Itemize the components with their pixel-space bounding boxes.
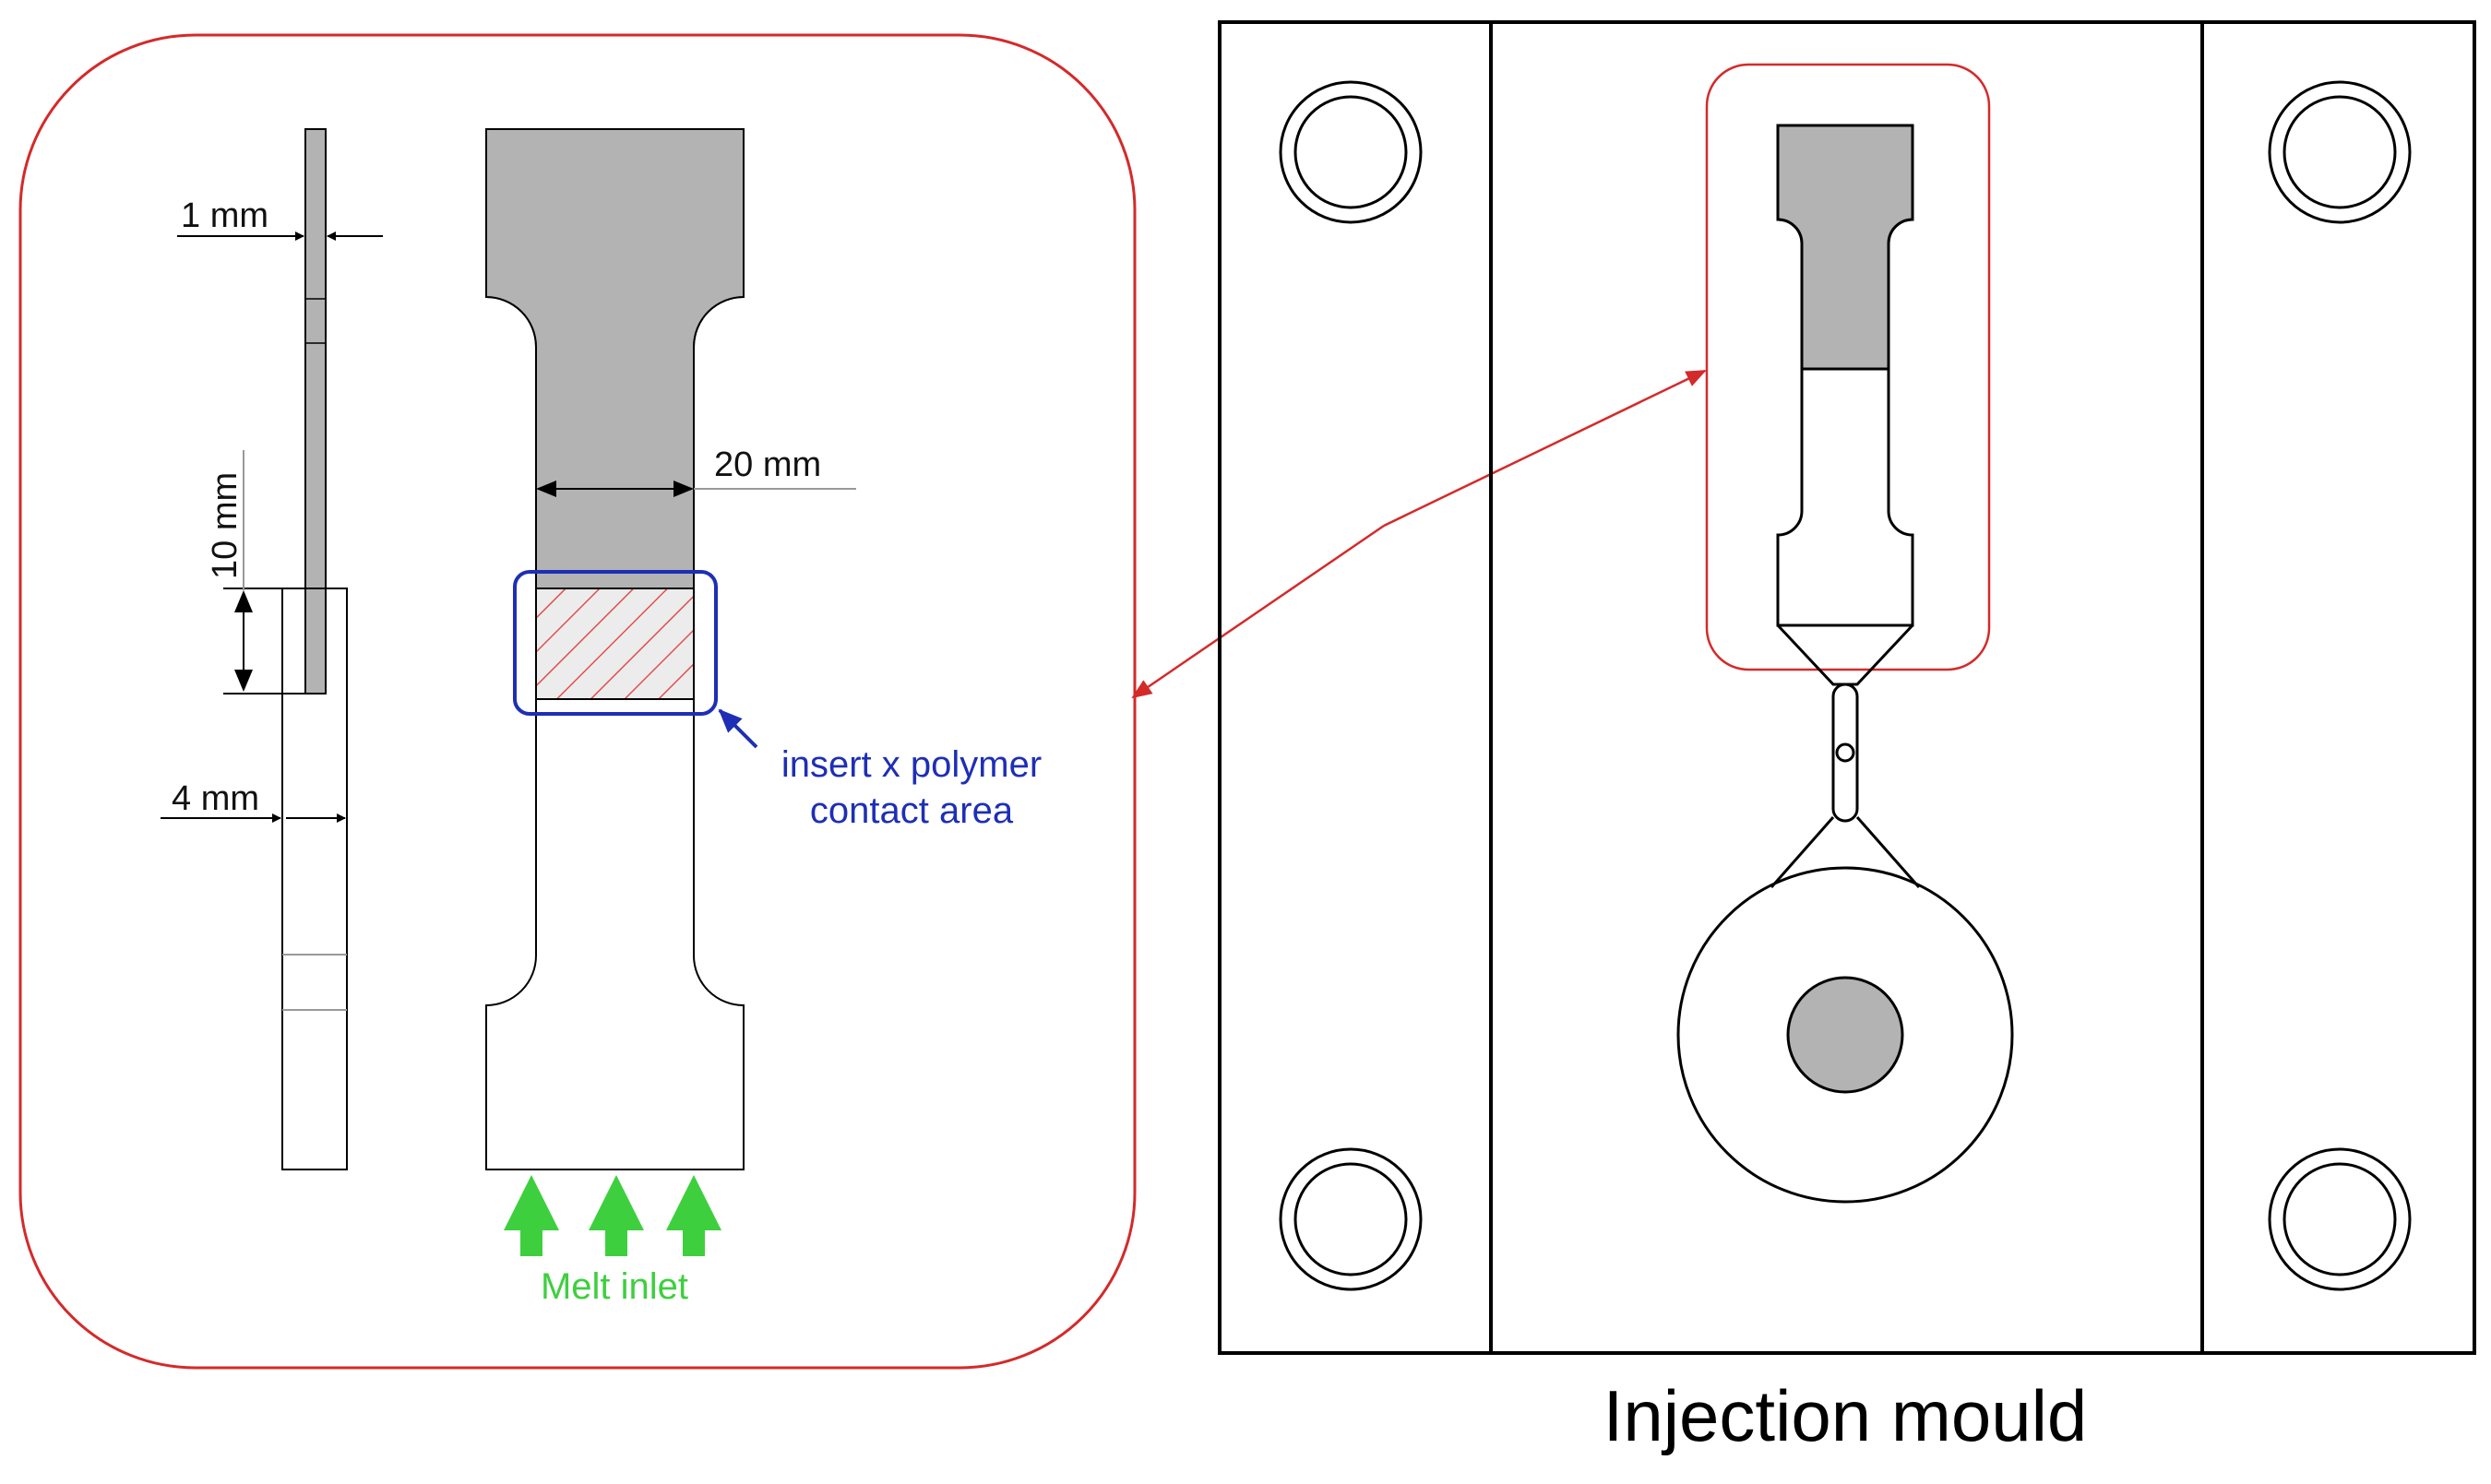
sprue-bushing <box>1676 866 2014 1204</box>
runner <box>1831 683 1859 823</box>
melt-inlet: Melt inlet <box>504 1175 721 1307</box>
melt-inlet-label: Melt inlet <box>541 1266 688 1307</box>
dimension-4mm: 4 mm <box>161 779 346 823</box>
side-view <box>281 128 348 1170</box>
contact-area-hatch <box>535 588 695 700</box>
mould-outer-frame <box>1218 20 2476 1355</box>
dim-label-1mm: 1 mm <box>181 196 268 235</box>
dim-label-10mm: 10 mm <box>206 472 244 579</box>
guide-pin-icon <box>2268 1147 2412 1291</box>
contact-area-callout: insert x polymer contact area <box>513 570 1042 831</box>
inlet-arrow-icon <box>504 1175 559 1256</box>
front-view <box>485 128 745 1170</box>
dimension-1mm: 1 mm <box>177 196 383 241</box>
mould-title: Injection mould <box>1603 1375 2088 1456</box>
cavity-highlight <box>1705 63 1991 671</box>
inlet-arrow-icon <box>666 1175 721 1256</box>
runner-fan <box>1770 816 1921 888</box>
detail-link-arrow <box>1131 369 1707 699</box>
guide-pin-icon <box>2268 80 2412 224</box>
contact-area-label-line1: insert x polymer <box>781 744 1042 785</box>
cavity-insert <box>1776 124 1914 371</box>
dim-label-20mm: 20 mm <box>714 445 821 484</box>
dimension-20mm: 20 mm <box>536 445 856 497</box>
gate <box>1776 623 1914 686</box>
guide-pin-icon <box>1279 80 1423 224</box>
detail-panel-frame <box>18 33 1137 1370</box>
contact-area-box <box>513 570 718 716</box>
inlet-arrow-icon <box>589 1175 644 1256</box>
guide-pin-icon <box>1279 1147 1423 1291</box>
sprue <box>1786 976 1904 1094</box>
dim-label-4mm: 4 mm <box>172 779 259 818</box>
contact-area-label-line2: contact area <box>810 790 1014 831</box>
injection-mould <box>1218 20 2476 1355</box>
specimen-insert <box>485 128 745 589</box>
dimension-10mm: 10 mm <box>206 450 305 695</box>
